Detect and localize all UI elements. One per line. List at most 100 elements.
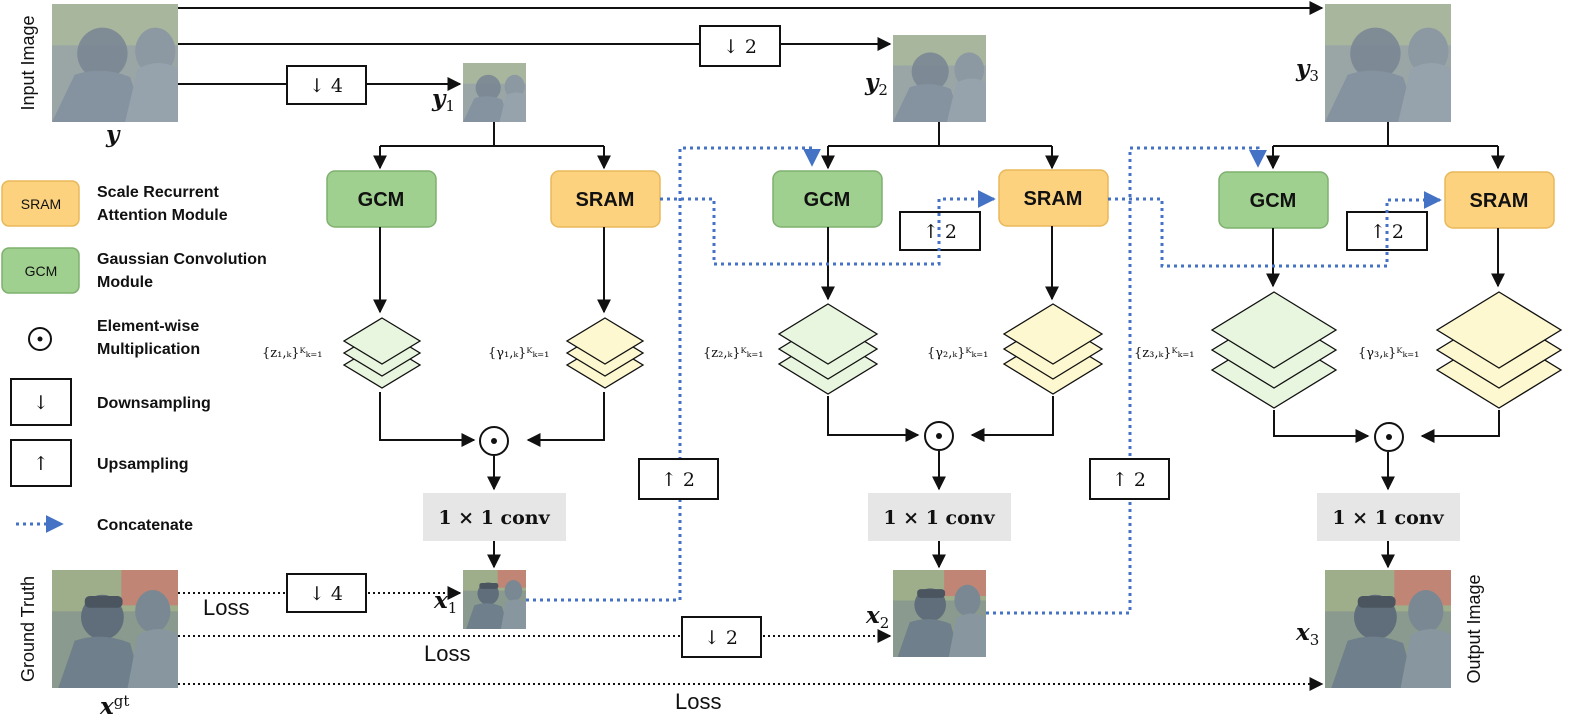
concat-sram1-to-sram2 [660,190,996,266]
svg-text:↓ 2: ↓ 2 [723,36,757,58]
conv-box-2: 1 × 1 conv [868,493,1011,541]
legend-concatenate: Concatenate [16,515,193,534]
scale2-branch [821,122,1059,170]
loss-label-3: Loss [675,689,721,714]
gcm-module-1: GCM [326,170,437,228]
scale3-branch [1266,122,1505,170]
output-image-x2 [893,570,986,657]
gcm-module-3: GCM [1218,171,1329,229]
svg-text:SRAM: SRAM [1024,188,1083,210]
scale1-branch [373,122,611,170]
svg-text:↓ 2: ↓ 2 [704,627,738,649]
multiply-1 [479,426,509,456]
svg-text:Concatenate: Concatenate [97,517,193,534]
output-image-x1 [463,570,526,629]
var-xgt: xgt [99,692,129,720]
concat-sram2-to-sram3 [1108,191,1442,268]
concat-paths [526,146,1442,615]
input-image-y [52,4,178,122]
downsample-4-box-top: ↓ 4 [286,65,367,105]
var-y: y [105,121,121,148]
legend-gcm: GCM Gaussian Convolution Module [1,247,267,294]
multiply-3 [1374,422,1404,452]
svg-text:Upsampling: Upsampling [97,456,189,473]
gcm-module-2: GCM [772,170,883,228]
concat-x2-to-gcm3 [986,146,1267,615]
svg-text:SRAM: SRAM [1470,190,1529,212]
concat-x1-to-gcm2 [526,146,821,602]
input-image-y1 [463,63,526,122]
multiply-3-connections [1273,410,1500,443]
loss-label-1: Loss [203,595,249,620]
input-image-y3 [1325,4,1451,122]
svg-text:Attention Module: Attention Module [97,207,228,224]
gamma2-set-label: {γ₂,ₖ}ᴷₖ₌₁ [927,346,988,361]
svg-text:Multiplication: Multiplication [97,341,200,358]
svg-text:↓ 4: ↓ 4 [309,75,343,97]
gamma2-feature-stack [1002,303,1104,395]
svg-text:SRAM: SRAM [576,189,635,211]
conv-box-3: 1 × 1 conv [1317,493,1460,541]
multiply-1-connections [379,392,605,447]
var-y1: y1 [431,85,455,115]
loss-label-2: Loss [424,641,470,666]
z1-set-label: {z₁,ₖ}ᴷₖ₌₁ [262,346,322,361]
legend-sram: SRAM Scale Recurrent Attention Module [1,180,228,227]
svg-text:1 × 1 conv: 1 × 1 conv [883,507,995,529]
z2-feature-stack [777,303,879,395]
svg-text:↑ 2: ↑ 2 [1112,469,1146,491]
svg-text:SRAM: SRAM [21,196,61,212]
svg-text:1 × 1 conv: 1 × 1 conv [1332,507,1444,529]
upsample-2-box-x2: ↑ 2 [1089,458,1170,500]
gamma1-set-label: {γ₁,ₖ}ᴷₖ₌₁ [488,346,549,361]
svg-text:Scale Recurrent: Scale Recurrent [97,184,220,201]
svg-text:GCM: GCM [1250,190,1297,212]
multiply-2-connections [827,396,1054,442]
var-x3: x3 [1295,619,1319,649]
svg-text:GCM: GCM [358,189,405,211]
gamma1-feature-stack [565,317,645,389]
svg-text:Module: Module [97,274,153,291]
input-image-y2 [893,35,986,122]
svg-text:GCM: GCM [25,263,58,279]
z2-set-label: {z₂,ₖ}ᴷₖ₌₁ [703,346,763,361]
svg-text:1 × 1 conv: 1 × 1 conv [438,507,550,529]
output-image-label: Output Image [1464,574,1484,683]
upsample-2-box-s2: ↑ 2 [899,211,981,251]
ground-truth-label: Ground Truth [18,576,38,682]
svg-text:↓ 4: ↓ 4 [309,583,343,605]
gamma3-set-label: {γ₃,ₖ}ᴷₖ₌₁ [1358,346,1419,361]
var-x1: x1 [433,587,457,617]
conv-box-1: 1 × 1 conv [423,493,566,541]
var-y3: y3 [1295,55,1319,85]
multiply-2 [924,421,954,451]
svg-text:↑ 2: ↑ 2 [661,469,695,491]
svg-text:Gaussian Convolution: Gaussian Convolution [97,251,267,268]
svg-text:↓: ↓ [33,392,49,414]
z3-feature-stack [1210,291,1338,409]
legend-downsampling: ↓ Downsampling [10,378,211,426]
sram-module-3: SRAM [1444,171,1555,229]
z1-feature-stack [342,317,422,389]
downsample-2-box-top: ↓ 2 [699,25,781,67]
svg-text:↑: ↑ [33,453,49,475]
var-y2: y2 [864,69,888,99]
sram-module-1: SRAM [550,170,661,228]
svg-text:GCM: GCM [804,189,851,211]
upsample-2-box-x1: ↑ 2 [638,458,719,500]
output-image-x3 [1325,570,1451,688]
legend: SRAM Scale Recurrent Attention Module GC… [1,180,267,534]
sram-module-2: SRAM [998,169,1109,227]
downsample-4-box-bottom: ↓ 4 [286,573,367,613]
ground-truth-image [52,570,178,688]
legend-elementwise: Element-wise Multiplication [28,318,200,358]
legend-upsampling: ↑ Upsampling [10,439,189,487]
downsample-2-box-bottom: ↓ 2 [681,616,762,658]
var-x2: x2 [865,602,889,632]
z3-set-label: {z₃,ₖ}ᴷₖ₌₁ [1134,346,1194,361]
gamma3-feature-stack [1435,291,1563,409]
svg-text:Downsampling: Downsampling [97,395,211,412]
svg-text:Element-wise: Element-wise [97,318,199,335]
input-image-label: Input Image [18,15,38,110]
